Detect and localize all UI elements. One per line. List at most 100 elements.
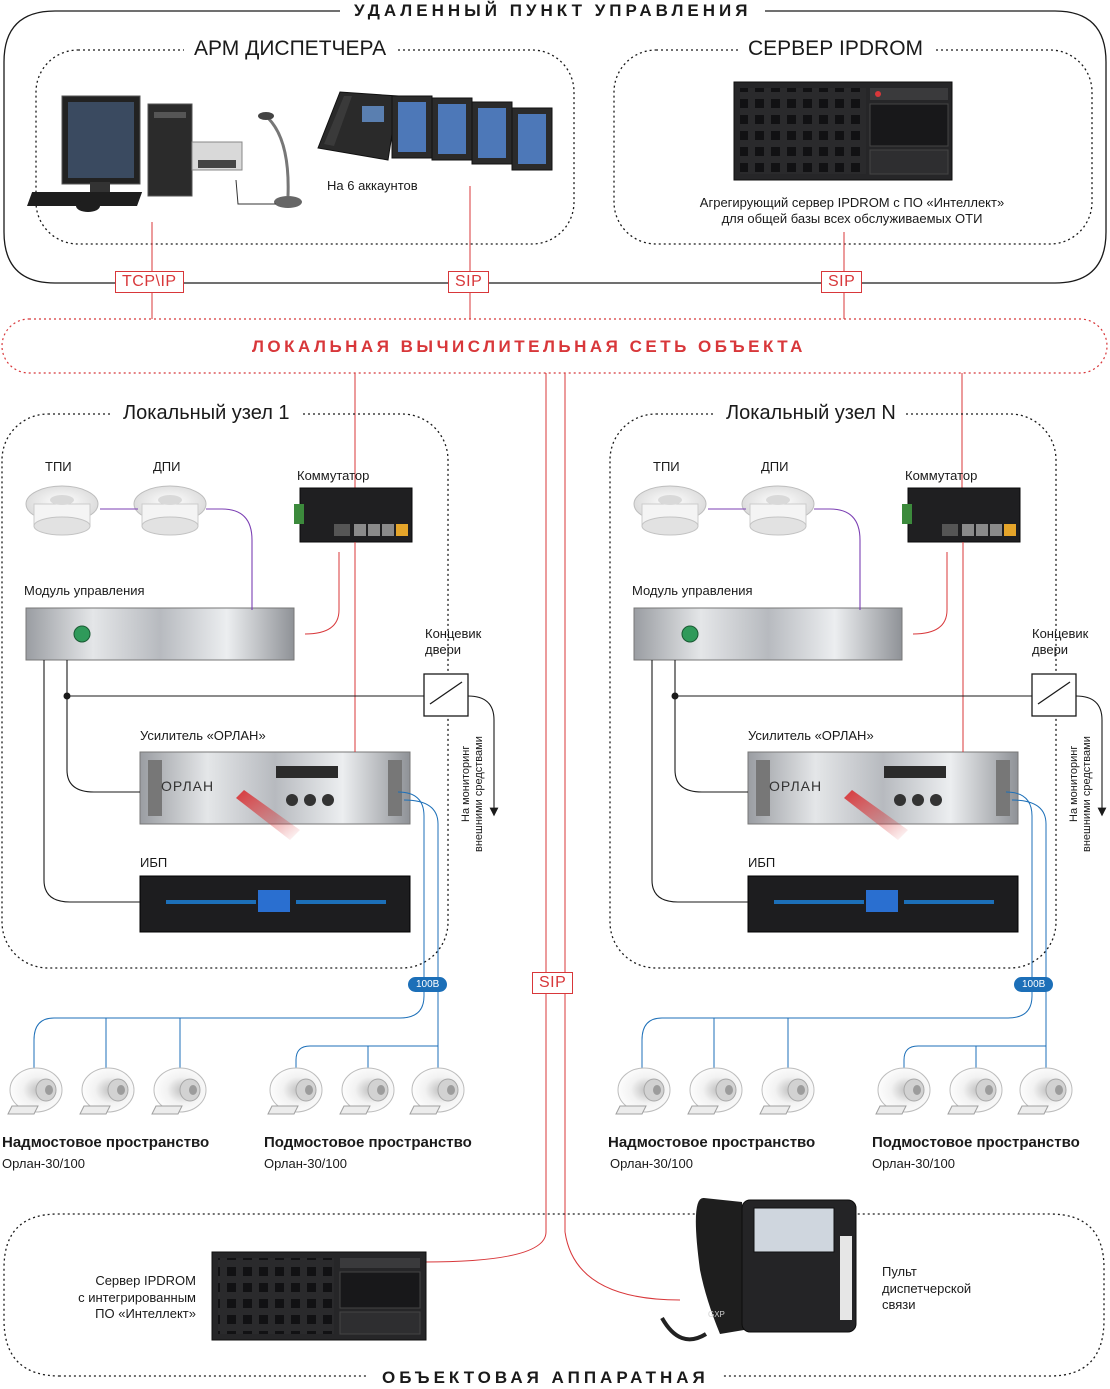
nodeN-door-label-2: двери — [1032, 642, 1069, 657]
nodeN-model-below: Орлан-30/100 — [872, 1156, 955, 1171]
node1-tpi-label: ТПИ — [45, 459, 72, 474]
sip-badge-trunk: SIP — [532, 972, 574, 994]
arm-title: АРМ ДИСПЕТЧЕРА — [184, 37, 397, 61]
node1-module-to-amp — [66, 696, 140, 793]
node1-door-label-2: двери — [425, 642, 462, 657]
nodeN-speaker-1 — [615, 1067, 671, 1115]
nodeN-ups — [747, 875, 1019, 933]
node1-amp-brand: ОРЛАН — [161, 778, 215, 794]
hw-server-caption-3: ПО «Интеллект» — [95, 1306, 196, 1321]
node1-tpi-detector — [25, 485, 99, 536]
nodeN-dpi-detector — [741, 485, 815, 536]
rack-server-icon — [733, 81, 953, 181]
tcpip-badge: TCP\IP — [115, 271, 184, 293]
nodeN-ups-label: ИБП — [748, 855, 776, 870]
nodeN-module-to-ups — [651, 660, 748, 903]
node1-model-above: Орлан-30/100 — [2, 1156, 85, 1171]
console-caption-1: Пульт — [882, 1264, 917, 1279]
node1-voltage-badge: 100В — [408, 977, 448, 992]
node1-monitoring-label-1: На мониторинг — [460, 745, 472, 822]
nodeN-sensor-line — [708, 508, 861, 610]
nodeN-100v-line-a — [641, 791, 1033, 1070]
nodeN-control-module — [633, 607, 903, 661]
nodeN-tpi-label: ТПИ — [653, 459, 680, 474]
mic-cable — [235, 179, 276, 205]
nodeN-model-above: Орлан-30/100 — [610, 1156, 693, 1171]
nodeN-title: Локальный узел N — [716, 402, 906, 425]
sip-badge-phone: SIP — [448, 271, 490, 293]
node1-speaker-5 — [339, 1067, 395, 1115]
node1-title: Локальный узел 1 — [113, 402, 300, 425]
nodeN-switch — [902, 487, 1021, 543]
hw-server-caption-1: Сервер IPDROM — [95, 1273, 196, 1288]
node1-zone-above: Надмостовое пространство — [2, 1134, 210, 1151]
sip-badge-server: SIP — [821, 271, 863, 293]
node1-sensor-line — [100, 508, 253, 610]
nodeN-monitoring-label-2: внешними средствами — [1081, 736, 1093, 852]
desk-phone-icon — [660, 1197, 857, 1342]
computer-icon — [27, 95, 193, 212]
nodeN-amp-brand: ОРЛАН — [769, 778, 823, 794]
nodeN-door-switch-icon — [1031, 673, 1077, 717]
nodeN-module-label: Модуль управления — [632, 583, 753, 598]
node1-ups-label: ИБП — [140, 855, 168, 870]
node1-door-switch-icon — [423, 673, 469, 717]
node1-zone-below: Подмостовое пространство — [264, 1134, 472, 1151]
console-caption-3: связи — [882, 1297, 916, 1312]
nodeN-speaker-3 — [759, 1067, 815, 1115]
node1-speaker-2 — [79, 1067, 135, 1115]
desk-phone-brand: GXP — [708, 1310, 725, 1319]
nodeN-monitoring-label-1: На мониторинг — [1068, 745, 1080, 822]
nodeN-speaker-5 — [947, 1067, 1003, 1115]
console-caption-2: диспетчерской — [882, 1281, 972, 1296]
nodeN-door-label-1: Концевик — [1032, 626, 1089, 641]
nodeN-tpi-detector — [633, 485, 707, 536]
node1-speaker-6 — [409, 1067, 465, 1115]
node1-model-below: Орлан-30/100 — [264, 1156, 347, 1171]
node1-speaker-1 — [7, 1067, 63, 1115]
hardware-room-frame — [3, 1213, 1105, 1377]
nodeN-amplifier — [747, 751, 1019, 840]
hardware-server-icon — [211, 1251, 427, 1341]
ip-phone-icon — [317, 91, 553, 171]
node1-module-label: Модуль управления — [24, 583, 145, 598]
node1-control-module — [25, 607, 295, 661]
nodeN-switch-to-module — [912, 552, 948, 635]
node1-amp-label: Усилитель «ОРЛАН» — [140, 728, 266, 743]
phone-caption: На 6 аккаунтов — [327, 178, 418, 193]
node1-door-label-1: Концевик — [425, 626, 482, 641]
hw-server-caption-2: с интегрированным — [78, 1290, 196, 1305]
nodeN-zone-below: Подмостовое пространство — [872, 1134, 1080, 1151]
lan-band — [1, 318, 1108, 374]
nodeN-dpi-label: ДПИ — [761, 459, 789, 474]
node1-ups — [139, 875, 411, 933]
node1-dpi-detector — [133, 485, 207, 536]
remote-frame — [3, 10, 1107, 284]
nodeN-zone-above: Надмостовое пространство — [608, 1134, 816, 1151]
node1-monitoring-label-2: внешними средствами — [473, 736, 485, 852]
nodeN-speaker-6 — [1017, 1067, 1073, 1115]
nodeN-amp-label: Усилитель «ОРЛАН» — [748, 728, 874, 743]
node1-switch-label: Коммутатор — [297, 468, 370, 483]
nodeN-100v-line-b — [903, 799, 1047, 1070]
remote-section-title: УДАЛЕННЫЙ ПУНКТ УПРАВЛЕНИЯ — [340, 1, 766, 21]
printer-icon — [191, 141, 243, 171]
node1-100v-line-a — [33, 791, 425, 1070]
node1-speaker-3 — [151, 1067, 207, 1115]
node1-amplifier — [139, 751, 411, 840]
nodeN-voltage-badge: 100В — [1014, 977, 1054, 992]
trunk-to-server — [423, 1231, 547, 1263]
lan-title: ЛОКАЛЬНАЯ ВЫЧИСЛИТЕЛЬНАЯ СЕТЬ ОБЪЕКТА — [252, 337, 806, 356]
node1-dpi-label: ДПИ — [153, 459, 181, 474]
server-caption-line-2: для общей базы всех обслуживаемых ОТИ — [721, 211, 983, 226]
nodeN-switch-label: Коммутатор — [905, 468, 978, 483]
server-caption-line-1: Агрегирующий сервер IPDROM с ПО «Интелле… — [699, 195, 1005, 210]
nodeN-module-to-amp — [674, 696, 748, 793]
trunk-to-console — [564, 1231, 681, 1301]
node1-module-to-ups — [43, 660, 140, 903]
node1-switch — [294, 487, 413, 543]
node1-switch-to-module — [304, 552, 340, 635]
hardware-room-title: ОБЪЕКТОВАЯ АППАРАТНАЯ — [368, 1368, 723, 1388]
server-title: СЕРВЕР IPDROM — [738, 37, 934, 61]
